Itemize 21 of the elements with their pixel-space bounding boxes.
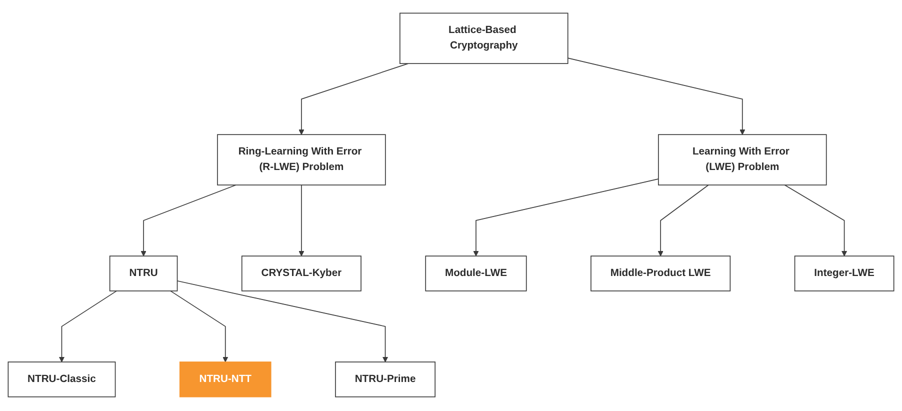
arrow	[176, 280, 388, 363]
node-box	[109, 256, 178, 292]
diagram: Lattice-Based Cryptography Ring-Learning With Error (R-LWE) Problem Learning With Error (LWE) Problem NTRU CRYSTAL-Kyber Module-LWE Middle-Product LWE Integer-LWE NTRU-Classic NTRU-NTT NTRU-Prime	[3, 8, 899, 402]
node-box	[794, 256, 894, 292]
arrow	[473, 179, 659, 257]
arrow	[298, 185, 304, 257]
arrow	[784, 185, 848, 257]
node-box	[8, 362, 116, 398]
node-box	[400, 13, 568, 64]
arrow	[140, 185, 236, 257]
node-box	[335, 362, 436, 398]
node-box	[658, 134, 827, 186]
node-box	[590, 256, 731, 292]
arrow	[658, 185, 709, 257]
node-box	[179, 362, 272, 398]
arrow	[567, 58, 746, 136]
arrow	[170, 290, 228, 363]
node-box	[241, 256, 362, 292]
node-box	[217, 134, 386, 186]
node-box	[425, 256, 527, 292]
arrow	[58, 290, 118, 363]
